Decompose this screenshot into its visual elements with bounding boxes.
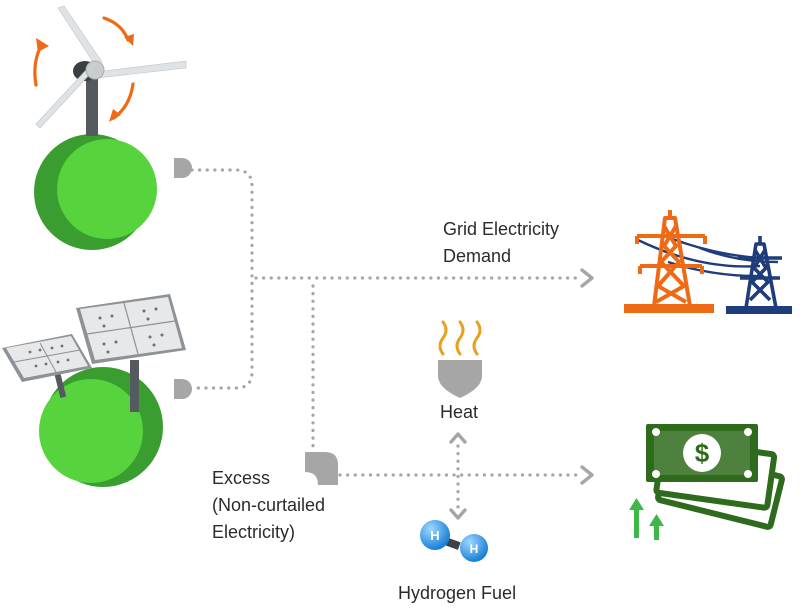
- turbine-tower: [86, 72, 98, 136]
- h-atom-label-1: H: [430, 528, 439, 543]
- connector-lines: [190, 168, 584, 512]
- excess-elbow-port: [305, 452, 338, 485]
- turbine-hub: [85, 60, 105, 80]
- money-icon: $: [629, 424, 785, 540]
- navy-pylon: [738, 236, 782, 309]
- wind-turbine-unit: [33, 5, 192, 250]
- excess-label: Excess (Non-curtailed Electricity): [212, 465, 325, 546]
- excess-label-line2: (Non-curtailed: [212, 495, 326, 515]
- turbine-blades: [35, 5, 187, 129]
- grid-demand-label: Grid Electricity Demand: [443, 216, 559, 270]
- excess-label-line3: Electricity): [212, 522, 296, 542]
- connector-arrowheads: [449, 268, 594, 520]
- hydrogen-molecule-icon: H H: [420, 520, 488, 562]
- grid-demand-label-line1: Grid Electricity: [443, 219, 560, 239]
- dollar-sign: $: [695, 438, 710, 468]
- solar-panel-large: [76, 294, 186, 364]
- grid-demand-label-line2: Demand: [443, 246, 512, 266]
- solar-output-port: [174, 379, 192, 399]
- h-atom-label-2: H: [470, 542, 479, 556]
- power-grid-icon: [624, 210, 792, 314]
- solar-panel-unit: [2, 294, 192, 487]
- wind-output-port: [174, 158, 192, 178]
- hydrogen-fuel-label: Hydrogen Fuel: [398, 583, 517, 603]
- orange-pylon: [635, 210, 707, 307]
- heat-label: Heat: [440, 402, 479, 422]
- excess-label-line1: Excess: [212, 468, 271, 488]
- solar-green-sphere: [39, 367, 163, 487]
- solar-panel-small: [2, 334, 92, 382]
- heat-icon: [438, 320, 482, 398]
- dollar-bill: $: [646, 424, 758, 482]
- rotation-arrowheads: [36, 34, 134, 122]
- wind-green-sphere: [34, 134, 157, 250]
- up-arrows-icon: [629, 498, 664, 540]
